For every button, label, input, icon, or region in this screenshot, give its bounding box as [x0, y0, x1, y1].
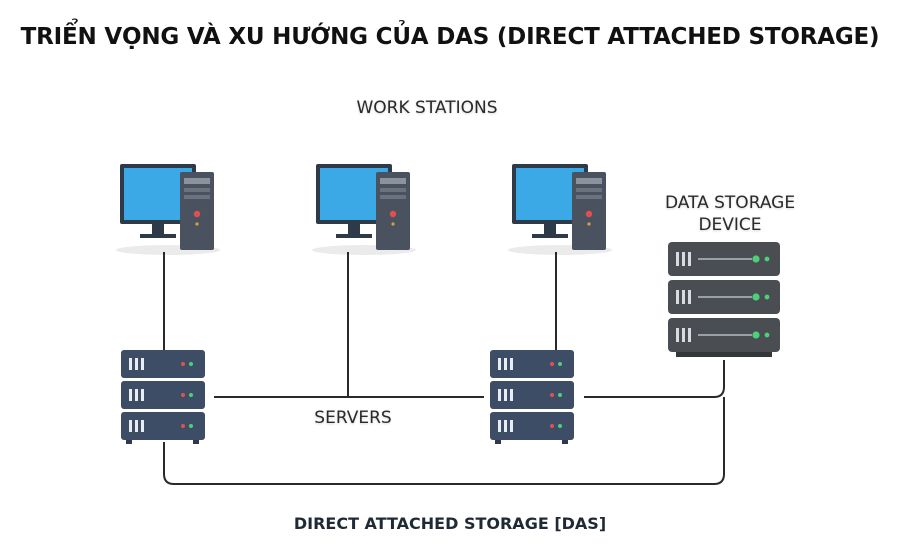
storage-device-label-line1: DATA STORAGE — [664, 193, 796, 213]
connection-lines — [163, 252, 725, 485]
storage-device-label: DATA STORAGE DEVICE — [640, 192, 820, 236]
server-icon — [490, 350, 574, 444]
servers-label: SERVERS — [314, 408, 392, 428]
workstation-icon — [116, 164, 220, 255]
storage-device-icon — [668, 242, 780, 357]
storage-device-label-line2: DEVICE — [698, 215, 762, 235]
link-server1-storage — [163, 397, 725, 485]
diagram-caption: DIRECT ATTACHED STORAGE [DAS] — [293, 514, 607, 533]
workstations-label: WORK STATIONS — [356, 98, 498, 118]
link-server2-storage — [584, 360, 725, 398]
page-title: TRIỂN VỌNG VÀ XU HƯỚNG CỦA DAS (DIRECT A… — [20, 24, 880, 50]
server-icon — [121, 350, 205, 444]
workstation-icon — [312, 164, 416, 255]
workstation-icon — [508, 164, 612, 255]
